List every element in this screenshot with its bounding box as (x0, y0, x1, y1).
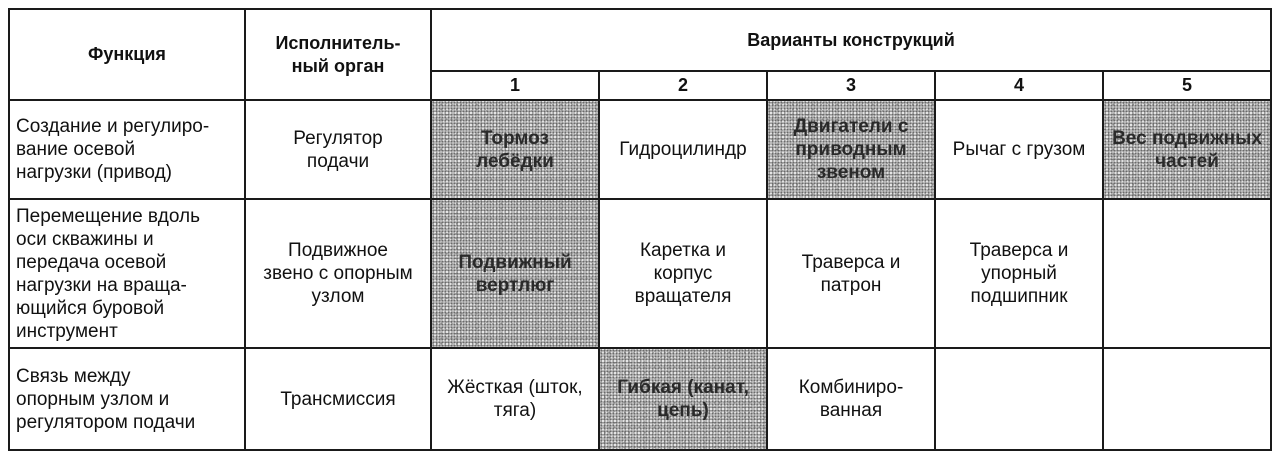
variant-cell-selected: Тормоз лебёдки (430, 99, 600, 200)
header-function: Функция (8, 8, 246, 101)
function-cell: Связь между опорным узлом и регулятором … (8, 347, 246, 451)
variant-cell-empty (934, 347, 1104, 451)
variant-cell-selected: Вес подвижных частей (1101, 99, 1273, 200)
variant-cell: Траверса и патрон (766, 198, 936, 349)
variant-cell: Каретка и корпус вращателя (598, 198, 768, 349)
header-executive-organ: Исполнитель- ный орган (244, 8, 432, 101)
function-cell: Перемещение вдоль оси скважины и передач… (8, 198, 246, 349)
variant-cell-selected: Двигатели с приводным звеном (766, 99, 936, 200)
construction-variants-table: Функция Исполнитель- ный орган Варианты … (8, 8, 1273, 451)
header-construction-variants: Варианты конструкций (429, 8, 1273, 72)
header-variant-number: 3 (766, 70, 936, 101)
variant-cell: Комбиниро- ванная (766, 347, 936, 451)
table-row: Связь между опорным узлом и регулятором … (8, 347, 1273, 451)
organ-cell: Регулятор подачи (244, 99, 432, 200)
table-row: Перемещение вдоль оси скважины и передач… (8, 198, 1273, 349)
function-cell: Создание и регулиро- вание осевой нагруз… (8, 99, 246, 200)
organ-cell: Трансмиссия (244, 347, 432, 451)
header-variant-number: 1 (430, 70, 600, 101)
variant-cell: Траверса и упорный подшипник (934, 198, 1104, 349)
header-variant-number: 2 (598, 70, 768, 101)
variant-cell: Гидроцилиндр (598, 99, 768, 200)
variant-cell: Жёсткая (шток, тяга) (430, 347, 600, 451)
variant-cell-selected: Гибкая (канат, цепь) (598, 347, 768, 451)
variant-cell-selected: Подвижный вертлюг (430, 198, 600, 349)
header-variant-number: 4 (934, 70, 1104, 101)
organ-cell: Подвижное звено с опорным узлом (244, 198, 432, 349)
variant-cell-empty (1101, 347, 1273, 451)
variant-cell-empty (1101, 198, 1273, 349)
variant-cell: Рычаг с грузом (934, 99, 1104, 200)
header-variant-number: 5 (1101, 70, 1273, 101)
table-row: Создание и регулиро- вание осевой нагруз… (8, 99, 1273, 200)
